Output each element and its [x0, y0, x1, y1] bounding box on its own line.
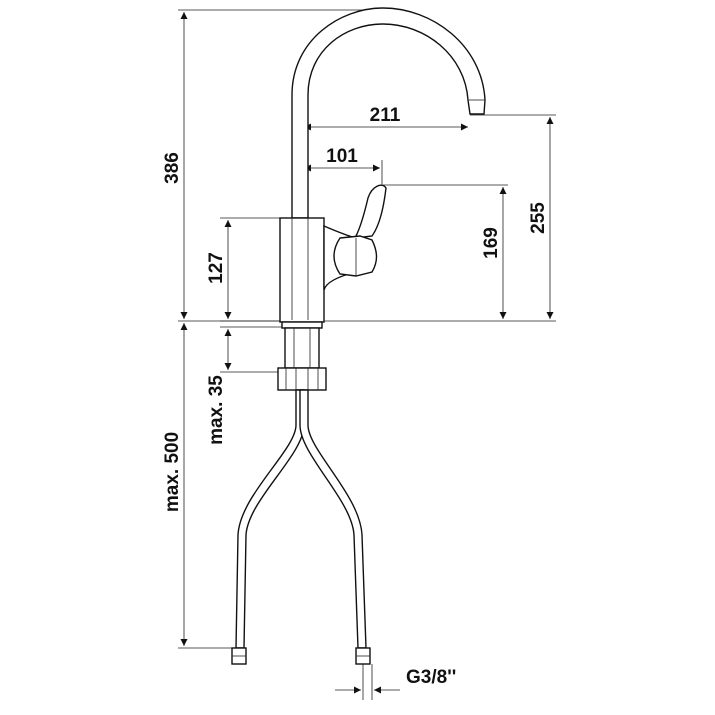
- dimension-lines: [180, 12, 554, 694]
- faucet-body: [279, 217, 325, 323]
- hose-right: [299, 389, 367, 649]
- label-386: 386: [162, 152, 183, 184]
- label-35: max. 35: [206, 375, 227, 445]
- label-169: 169: [481, 227, 502, 259]
- extension-lines: [178, 9, 556, 700]
- label-500: max. 500: [162, 432, 183, 512]
- spout: [291, 7, 486, 219]
- label-thread: G3/8'': [406, 667, 456, 688]
- label-255: 255: [528, 202, 549, 234]
- label-127: 127: [206, 252, 227, 284]
- faucet: [231, 7, 486, 665]
- base-ring: [281, 321, 323, 329]
- fixing-nut: [277, 367, 327, 391]
- shank: [284, 327, 320, 369]
- label-101: 101: [326, 146, 358, 167]
- hose-left: [235, 389, 305, 649]
- label-211: 211: [370, 105, 401, 126]
- dimension-labels: 386 max. 500 127 max. 35 211 101 169 255…: [162, 105, 549, 688]
